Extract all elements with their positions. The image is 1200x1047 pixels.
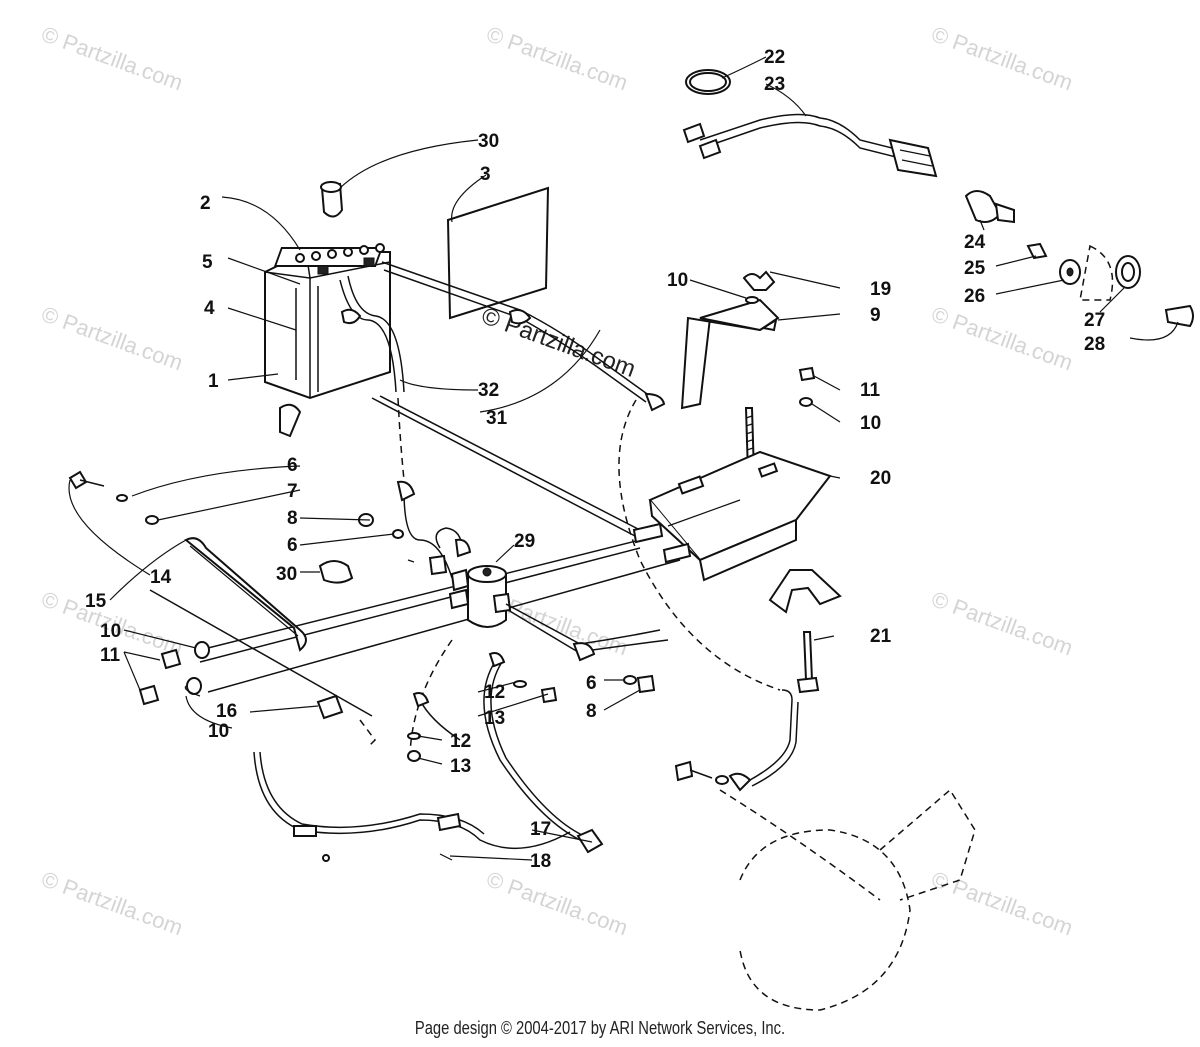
callout-6: 6 [287, 535, 298, 556]
callout-32: 32 [478, 380, 499, 401]
callout-8: 8 [287, 508, 298, 529]
callout-13: 13 [450, 756, 471, 777]
lower-harness [253, 751, 571, 862]
callout-2: 2 [200, 193, 211, 214]
routing-lines [359, 397, 976, 1011]
callout-30: 30 [276, 564, 297, 585]
spacer [316, 694, 344, 720]
left-hardware [138, 641, 210, 706]
callout-1: 1 [208, 371, 219, 392]
hold-down-bracket [680, 270, 780, 410]
callout-16: 16 [216, 701, 237, 722]
callout-11: 11 [860, 380, 881, 401]
callout-15: 15 [85, 591, 107, 612]
callout-4: 4 [204, 298, 215, 319]
callout-27: 27 [1084, 310, 1105, 331]
callout-30: 30 [478, 131, 499, 152]
watermark: © Partzilla.com [928, 866, 1076, 940]
callout-22: 22 [764, 47, 785, 68]
page-footer: Page design © 2004-2017 by ARI Network S… [414, 1018, 786, 1038]
solenoid [396, 480, 512, 628]
watermark: © Partzilla.com [38, 301, 186, 375]
callout-10: 10 [667, 270, 688, 291]
callout-14: 14 [150, 567, 172, 588]
battery [264, 243, 391, 438]
watermark: © Partzilla.com [928, 301, 1076, 375]
leader-lines [68, 56, 1179, 861]
callout-6: 6 [586, 673, 597, 694]
ground-cable [674, 689, 799, 792]
callout-12: 12 [450, 731, 471, 752]
cross-rods [199, 522, 692, 693]
callout-17: 17 [530, 819, 551, 840]
battery-cables [339, 261, 666, 412]
callout-12: 12 [484, 682, 505, 703]
callout-3: 3 [480, 164, 491, 185]
ground-wire [407, 652, 604, 854]
callout-25: 25 [964, 258, 986, 279]
solenoid-cable-right [505, 603, 669, 694]
callout-18: 18 [530, 851, 551, 872]
callout-11: 11 [100, 645, 121, 666]
callout-21: 21 [870, 626, 892, 647]
upper-harness [682, 69, 938, 178]
mount-bracket [768, 569, 842, 694]
watermark: © Partzilla.com [483, 866, 631, 940]
callout-29: 29 [514, 531, 535, 552]
tie-rod [371, 395, 641, 537]
callout-9: 9 [870, 305, 881, 326]
callout-10: 10 [860, 413, 881, 434]
callout-10: 10 [100, 621, 121, 642]
watermark: © Partzilla.com [38, 866, 186, 940]
callout-28: 28 [1084, 334, 1105, 355]
watermark: © Partzilla.com [483, 21, 631, 95]
stay-rod [184, 537, 307, 652]
terminal-boot [318, 513, 415, 584]
long-bolt [68, 470, 373, 717]
watermark: © Partzilla.com [928, 586, 1076, 660]
callout-26: 26 [964, 286, 985, 307]
callout-6: 6 [287, 455, 298, 476]
callout-23: 23 [764, 74, 785, 95]
callout-13: 13 [484, 708, 505, 729]
callout-5: 5 [202, 252, 213, 273]
callout-7: 7 [287, 481, 298, 502]
callout-20: 20 [870, 468, 891, 489]
battery-cap [320, 181, 344, 218]
callout-31: 31 [486, 408, 508, 429]
callout-19: 19 [870, 279, 891, 300]
watermark: © Partzilla.com [928, 21, 1076, 95]
tray-hardware [798, 366, 816, 407]
switch-assembly [964, 190, 1194, 328]
watermark: © Partzilla.com [38, 21, 186, 95]
callout-8: 8 [586, 701, 597, 722]
callout-10: 10 [208, 721, 229, 742]
callout-24: 24 [964, 232, 986, 253]
callouts: 1 2 3 4 5 6 6 6 7 8 8 9 10 10 10 10 11 1… [85, 47, 1105, 872]
